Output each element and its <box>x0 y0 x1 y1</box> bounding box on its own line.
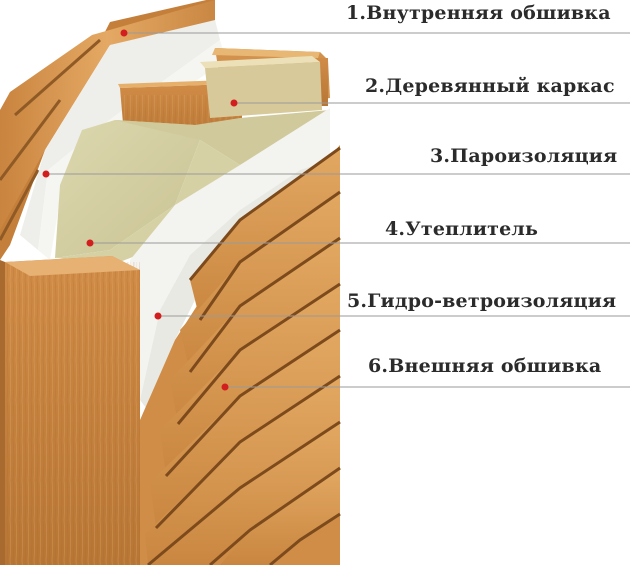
label-wooden-frame: 2.Деревянный каркас <box>365 75 615 97</box>
label-insulation: 4.Утеплитель <box>385 218 539 240</box>
leader-lines <box>46 32 630 388</box>
label-wind-water-barrier: 5.Гидро-ветроизоляция <box>347 290 617 312</box>
label-vapor-barrier: 3.Пароизоляция <box>430 145 618 167</box>
siding-boards <box>145 146 341 565</box>
marker-insulation <box>86 239 94 247</box>
marker-outer-cladding <box>221 383 229 391</box>
label-outer-cladding: 6.Внешняя обшивка <box>368 355 602 377</box>
label-inner-cladding: 1.Внутренняя обшивка <box>346 2 611 24</box>
marker-wooden-frame <box>230 99 238 107</box>
marker-inner-cladding <box>120 29 128 37</box>
outer-cladding-layer <box>140 145 341 565</box>
marker-wind-barrier <box>154 312 162 320</box>
marker-vapor-barrier <box>42 170 50 178</box>
front-post <box>0 256 140 565</box>
layer-markers <box>42 29 238 391</box>
